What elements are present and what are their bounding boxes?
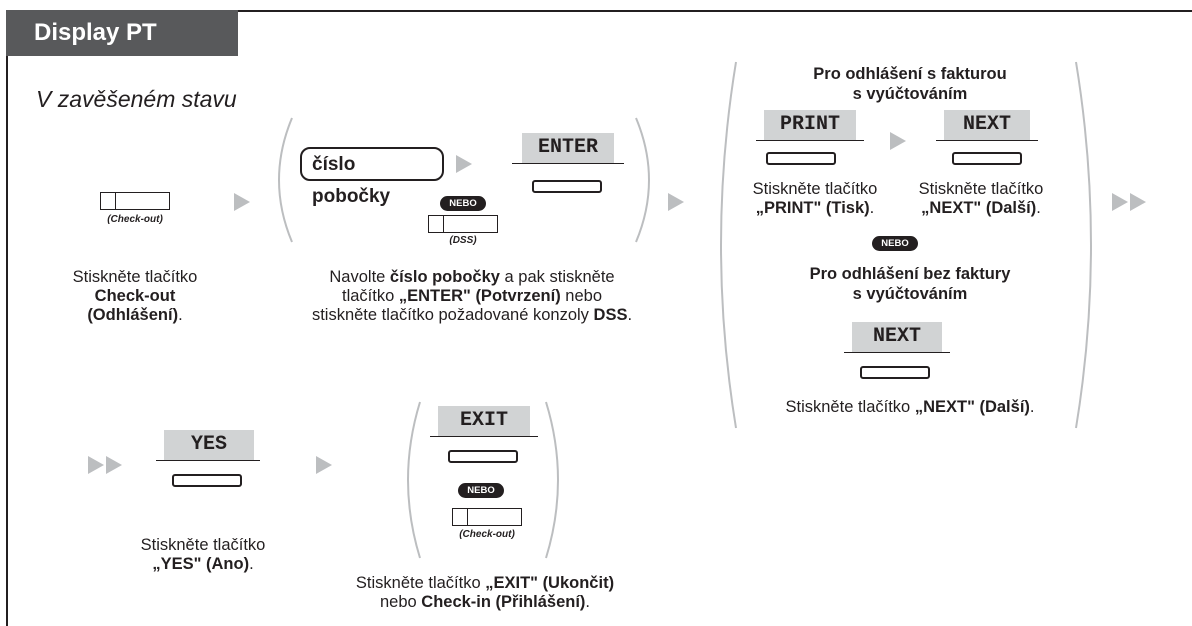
dss-key-icon[interactable] [428,215,498,233]
nebo-badge: NEBO [440,196,486,211]
step2-instruction: Navolte číslo pobočky a pak stiskněte tl… [311,268,633,324]
extension-number-field[interactable]: číslo pobočky [300,147,444,207]
page-title: Display PT [6,10,238,56]
yes-key-underline [156,460,260,461]
arrow-right-icon [234,193,250,211]
check-out-caption: (Check-out) [107,214,163,225]
enter-key[interactable]: ENTER [522,133,614,163]
frame-top-border [6,10,1192,12]
page-subtitle: V zavěšeném stavu [36,86,237,112]
without-invoice-heading: Pro odhlášení bez faktury s vyúčtováním [809,265,1011,303]
enter-key-underline [512,163,624,164]
yes-button-icon[interactable] [172,474,242,487]
exit-button-icon[interactable] [448,450,518,463]
next-key-2[interactable]: NEXT [852,322,942,352]
next-button-icon[interactable] [952,152,1022,165]
next-key-2-underline [844,352,950,353]
step4-instruction: Stiskněte tlačítko „YES" (Ano). [140,536,266,573]
next-key[interactable]: NEXT [944,110,1030,140]
double-arrow-right-icon-a [88,456,104,474]
arrow-right-icon [890,132,906,150]
exit-key[interactable]: EXIT [438,406,530,436]
print-key-underline [756,140,864,141]
print-key[interactable]: PRINT [764,110,856,140]
print-instruction: Stiskněte tlačítko „PRINT" (Tisk). [752,180,878,217]
enter-button-icon[interactable] [532,180,602,193]
arrow-right-icon [456,155,472,173]
with-invoice-heading: Pro odhlášení s fakturou s vyúčtováním [813,65,1007,103]
yes-key[interactable]: YES [164,430,254,460]
next-button-2-icon[interactable] [860,366,930,379]
dss-caption: (DSS) [449,235,477,246]
check-out-caption: (Check-out) [459,529,515,540]
exit-key-underline [430,436,538,437]
check-out-key-icon[interactable] [452,508,522,526]
check-out-key-icon [100,192,170,210]
double-arrow-right-icon-b [106,456,122,474]
next-instruction: Stiskněte tlačítko „NEXT" (Další). [918,180,1044,217]
next-key-underline [936,140,1038,141]
nebo-badge: NEBO [458,483,504,498]
step5-instruction: Stiskněte tlačítko „EXIT" (Ukončit) nebo… [355,574,615,611]
frame-left-border [6,10,8,626]
step1-instruction: Stiskněte tlačítko Check-out (Odhlášení)… [72,268,198,324]
print-button-icon[interactable] [766,152,836,165]
arrow-right-icon [668,193,684,211]
nebo-badge: NEBO [872,236,918,251]
double-arrow-right-icon-b [1130,193,1146,211]
double-arrow-right-icon-a [1112,193,1128,211]
arrow-right-icon [316,456,332,474]
next2-instruction: Stiskněte tlačítko „NEXT" (Další). [785,398,1035,416]
